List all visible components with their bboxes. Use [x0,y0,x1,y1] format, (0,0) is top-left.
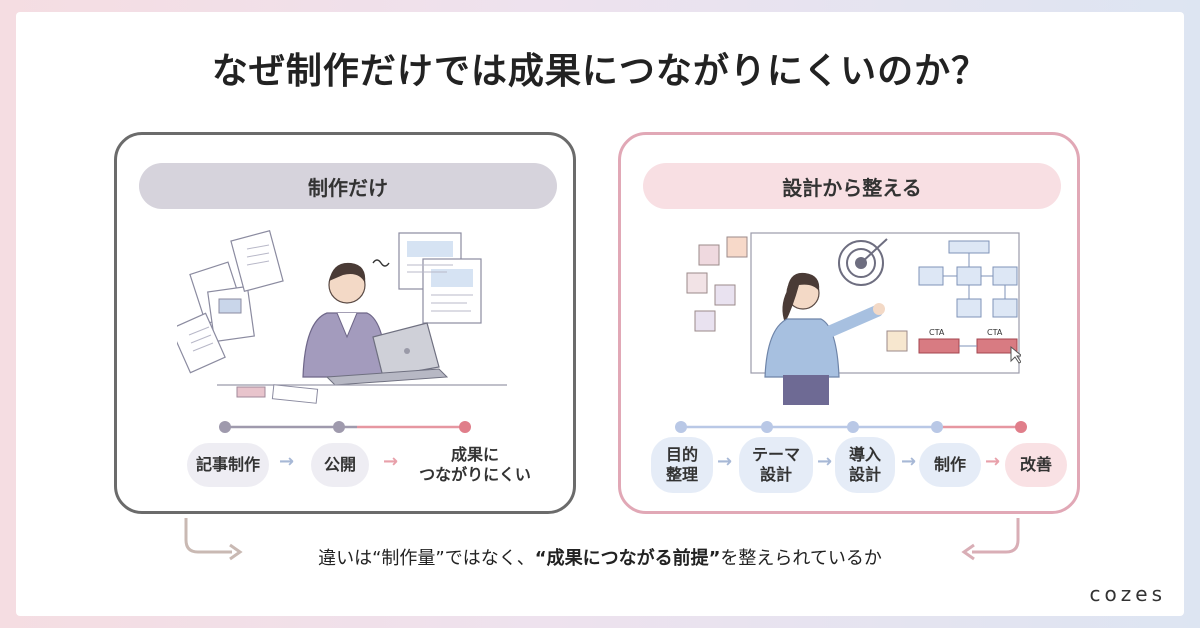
step-improvement: 改善 [1005,443,1067,487]
timeline-dot [931,421,943,433]
timeline-dot [459,421,471,433]
illustration-person-presenting: CTA CTA [686,232,1021,405]
arrow-right-icon: → [817,451,833,472]
arrow-right-icon: → [985,451,1001,472]
panel-production-only: 制作だけ [114,132,576,514]
steps-right: 目的 整理 → テーマ 設計 → 導入 設計 → 制作 → 改善 [621,435,1083,505]
timeline-right [675,421,1027,433]
step-production: 制作 [919,443,981,487]
step-publish: 公開 [311,443,369,487]
timeline-dot [219,421,231,433]
steps-left: 記事制作 → 公開 → 成果に つながりにくい [117,435,579,505]
conclusion-emphasis: “成果につながる前提” [534,548,721,569]
conclusion-part3: を整えられているか [720,548,882,569]
step-hard-to-get-results: 成果に つながりにくい [419,445,531,484]
arrow-right-icon: → [901,451,917,472]
arrow-right-icon: → [279,451,295,472]
timeline-left [219,421,471,433]
panel-header-right: 設計から整える [643,163,1061,209]
timeline-dot [675,421,687,433]
timeline-dot [761,421,773,433]
arrow-right-icon: → [717,451,733,472]
conclusion-text: 違いは“制作量”ではなく、“成果につながる前提”を整えられているか [16,544,1184,570]
step-intro-design: 導入 設計 [835,437,895,493]
arrow-right-icon: → [383,451,399,472]
connector-right-arrow-icon [961,518,1020,561]
connector-left-arrow-icon [184,518,243,561]
step-article-production: 記事制作 [187,443,269,487]
timeline-dot [333,421,345,433]
panel-header-left: 制作だけ [139,163,557,209]
illustration-person-at-laptop [177,229,507,404]
conclusion-part1: 違いは“制作量”ではなく、 [318,548,535,569]
cta-label: CTA [929,328,945,337]
cta-label: CTA [987,328,1003,337]
logo: cozes [1089,582,1166,606]
timeline-dot [1015,421,1027,433]
canvas: なぜ制作だけでは成果につながりにくいのか？ 制作だけ [16,12,1184,616]
step-theme-design: テーマ 設計 [739,437,813,493]
page-title: なぜ制作だけでは成果につながりにくいのか？ [211,51,989,92]
step-purpose: 目的 整理 [651,437,713,493]
panel-design-first: 設計から整える [618,132,1080,514]
timeline-dot [847,421,859,433]
